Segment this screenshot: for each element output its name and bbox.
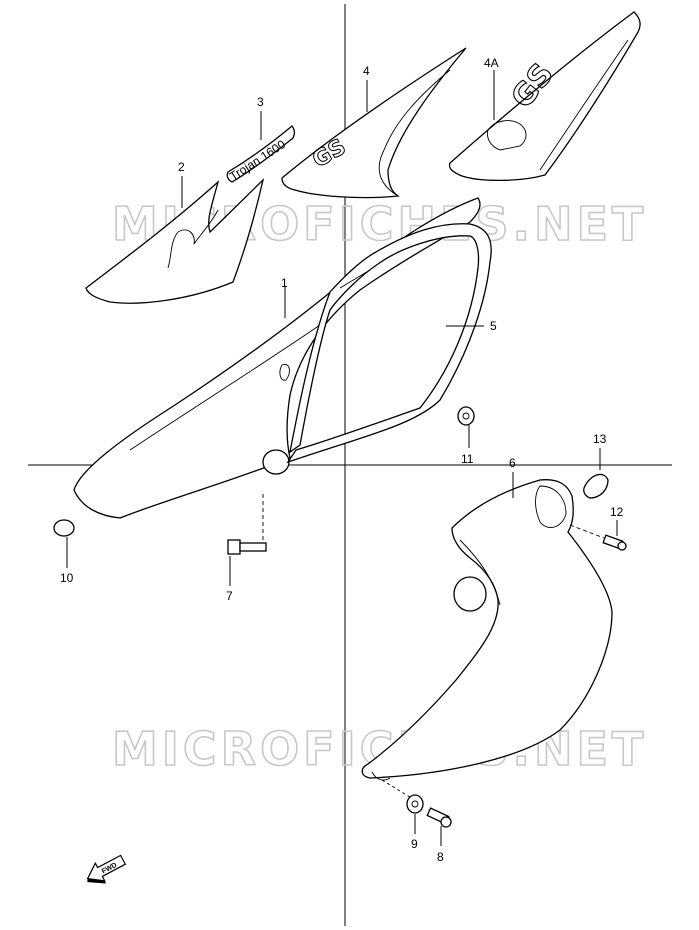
part-grommet-10[interactable] <box>53 519 75 537</box>
part-side-cover[interactable] <box>73 197 481 519</box>
part-clip-13[interactable] <box>583 473 609 499</box>
callout-3: 3 <box>257 95 264 109</box>
part-decal-front[interactable] <box>85 177 265 304</box>
part-decal-logo-center[interactable]: GS <box>281 47 467 199</box>
callout-9: 9 <box>411 837 418 851</box>
callout-7: 7 <box>226 589 233 603</box>
callout-8: 8 <box>437 850 444 864</box>
part-grommet-11[interactable] <box>457 406 475 426</box>
callout-4: 4 <box>363 64 370 78</box>
callout-5: 5 <box>490 319 497 333</box>
part-washer-9[interactable] <box>406 794 424 814</box>
callout-11: 11 <box>461 452 474 466</box>
callout-12: 12 <box>610 505 624 519</box>
callout-2: 2 <box>178 160 185 174</box>
callout-13: 13 <box>593 432 607 446</box>
stripe-text: Trojan 1600 <box>227 137 288 184</box>
part-screw-12[interactable] <box>569 524 627 551</box>
part-lower-cover[interactable] <box>361 479 613 803</box>
callout-4a: 4A <box>484 56 499 70</box>
part-screw-8[interactable] <box>426 807 452 828</box>
fwd-arrow-icon: FWD <box>86 854 127 884</box>
callout-1: 1 <box>281 276 288 290</box>
callout-6: 6 <box>509 456 516 470</box>
part-decal-logo-rear[interactable]: GS <box>448 11 641 182</box>
part-frame-trim[interactable] <box>286 223 492 464</box>
part-bolt-7[interactable] <box>227 494 267 555</box>
callout-10: 10 <box>60 571 74 585</box>
